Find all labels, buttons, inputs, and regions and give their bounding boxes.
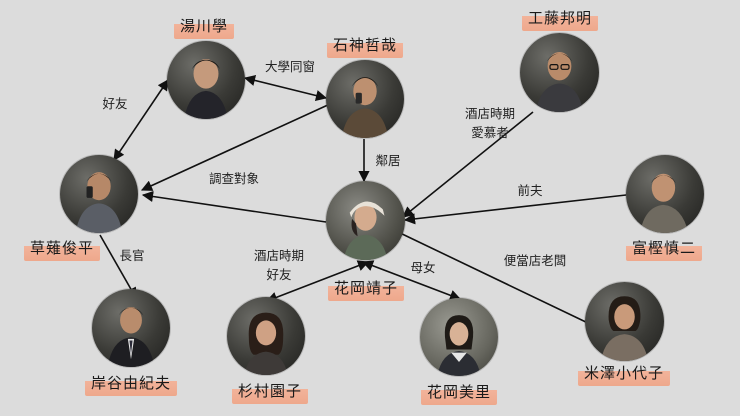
- girl-portrait-icon: [420, 298, 498, 376]
- person-name: 花岡美里: [420, 380, 498, 405]
- edge-kudo-yasuko: [402, 111, 534, 218]
- relation-label-superior: 長官: [119, 248, 145, 263]
- relation-label-neighbor: 鄰居: [375, 153, 401, 168]
- woman-headscarf-portrait-icon: [326, 181, 405, 260]
- person-name: 草薙俊平: [23, 236, 101, 261]
- edge-kusanagi-kishitani: [99, 234, 137, 299]
- man-portrait-icon: [167, 41, 245, 119]
- relation-label-friends: 好友: [102, 96, 128, 111]
- relation-label-hostess-friend-line1: 酒店時期: [253, 248, 305, 263]
- edge-yasuko-sayoko: [397, 231, 591, 325]
- relation-label-investigation: 調查對象: [208, 171, 260, 186]
- person-name: 富樫慎二: [625, 236, 703, 261]
- relation-label-hostess-friend: 酒店時期 好友: [254, 246, 304, 284]
- man-on-phone-portrait-icon: [60, 155, 138, 233]
- edge-yasuko-misato: [361, 260, 462, 301]
- person-name: 花岡靖子: [327, 276, 405, 301]
- man-on-phone-portrait-icon: [326, 60, 404, 138]
- person-name: 米澤小代子: [577, 361, 671, 386]
- relation-label-mother-daughter: 母女: [410, 260, 436, 275]
- person-name: 杉村園子: [231, 379, 309, 404]
- woman-portrait-icon: [227, 297, 305, 375]
- person-name: 湯川學: [173, 14, 235, 39]
- relation-label-admirer: 酒店時期 愛慕者: [465, 104, 515, 142]
- edge-kusanagi-yukawa: [113, 79, 169, 161]
- man-glasses-portrait-icon: [520, 33, 599, 112]
- edge-yasuko-kusanagi: [141, 190, 327, 223]
- edge-yukawa-ishigami: [243, 74, 328, 102]
- person-name: 岸谷由紀夫: [84, 371, 178, 396]
- relation-label-admirer-line1: 酒店時期: [464, 106, 516, 121]
- relation-label-classmates: 大學同窗: [264, 59, 316, 74]
- edge-togashi-yasuko: [403, 194, 627, 225]
- relation-label-admirer-line2: 愛慕者: [471, 125, 509, 140]
- person-name: 工藤邦明: [521, 6, 599, 31]
- relation-label-bento-boss: 便當店老闆: [503, 253, 567, 268]
- relation-label-ex-husband: 前夫: [517, 183, 543, 198]
- woman-portrait-icon: [585, 282, 664, 361]
- man-suit-portrait-icon: [92, 289, 170, 367]
- edge-yasuko-sonoko: [265, 260, 370, 303]
- man-portrait-icon: [626, 155, 704, 233]
- person-name: 石神哲哉: [326, 33, 404, 58]
- relation-label-hostess-friend-line2: 好友: [266, 267, 292, 282]
- edge-ishigami-kusanagi: [140, 103, 331, 191]
